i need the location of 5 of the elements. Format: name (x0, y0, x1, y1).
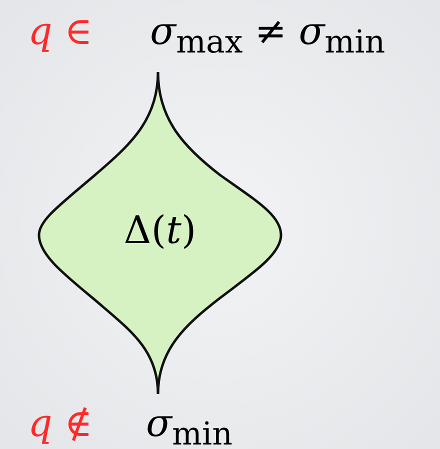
sigma-expression: σ$_{min}$ (146, 404, 232, 449)
sigma-expression: σ$_{max}$ ≠ σ$_{min}$ (150, 12, 386, 60)
shape-label: Δ(t) (122, 210, 198, 252)
set-condition: q ∉ (28, 404, 93, 442)
set-condition: q ∈ (28, 12, 93, 50)
